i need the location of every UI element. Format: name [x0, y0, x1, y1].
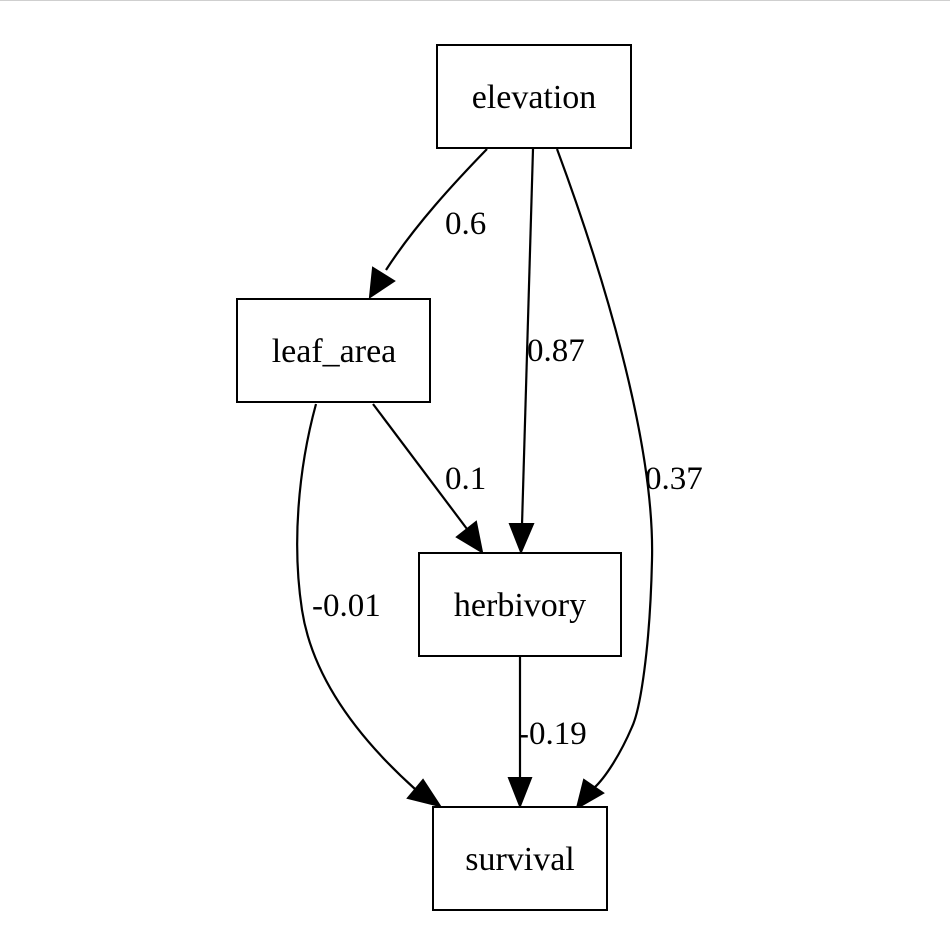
node-survival: survival — [432, 806, 608, 911]
edge-line — [555, 148, 654, 789]
edge-herbivory-survival: -0.19 — [507, 657, 587, 809]
edge-elevation-leaf-area: 0.6 — [368, 148, 488, 300]
node-label: elevation — [472, 79, 597, 116]
edge-label: -0.01 — [312, 588, 381, 624]
edge-elevation-survival: 0.37 — [555, 148, 703, 811]
arrowhead — [368, 266, 396, 300]
node-box — [236, 298, 431, 403]
node-herbivory: herbivory — [418, 552, 622, 657]
arrowhead — [507, 777, 533, 809]
edge-label: 0.6 — [445, 206, 486, 242]
node-label: survival — [465, 841, 575, 878]
edge-line — [385, 148, 488, 271]
edge-leaf-area-herbivory: 0.1 — [372, 403, 486, 555]
edge-label: -0.19 — [518, 716, 587, 752]
edge-label: 0.37 — [645, 461, 703, 497]
edge-line — [372, 403, 468, 530]
arrowhead — [575, 778, 605, 811]
node-box — [418, 552, 622, 657]
edge-label: 0.87 — [527, 333, 585, 369]
arrowhead — [508, 523, 535, 555]
edge-leaf-area-survival: -0.01 — [296, 403, 443, 808]
node-label: herbivory — [454, 587, 586, 624]
edge-line — [296, 403, 416, 790]
top-divider — [0, 0, 950, 1]
arrowhead — [455, 520, 484, 555]
node-box — [436, 44, 632, 149]
edge-line — [520, 148, 535, 526]
node-box — [432, 806, 608, 911]
edge-label: 0.1 — [445, 461, 486, 497]
node-leaf-area: leaf_area — [236, 298, 431, 403]
arrowhead — [406, 778, 443, 808]
edge-elevation-herbivory: 0.87 — [508, 148, 585, 555]
node-label: leaf_area — [272, 333, 397, 370]
node-elevation: elevation — [436, 44, 632, 149]
